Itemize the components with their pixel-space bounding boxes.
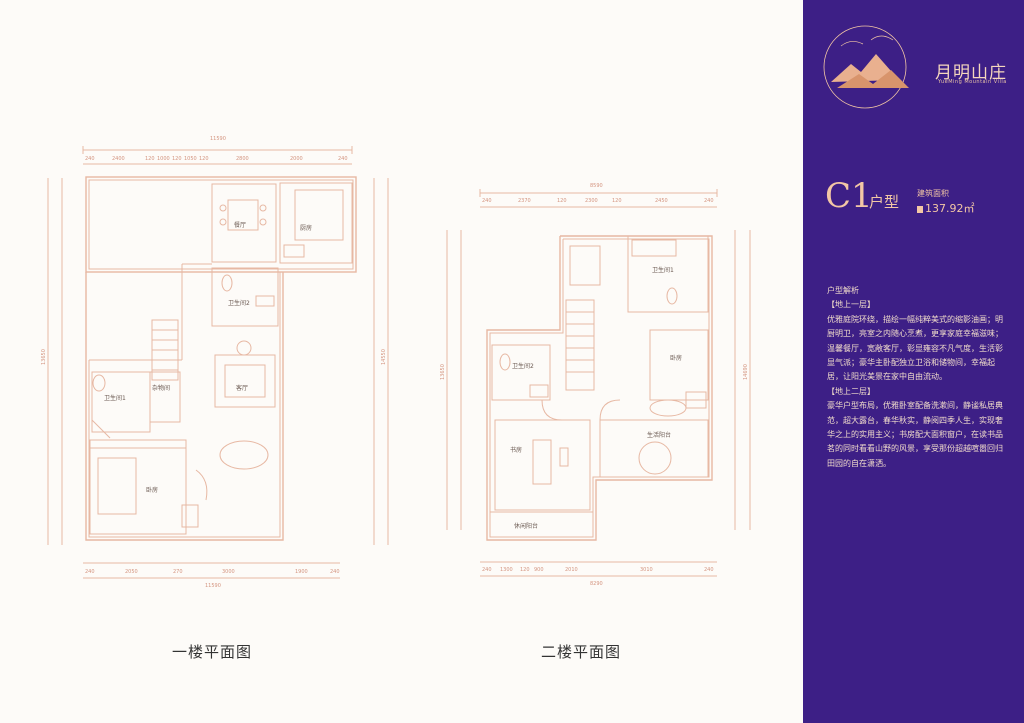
floor-plans-drawing: 11590 240 2400 120 1000 120 1050 120 280… (41, 136, 751, 589)
f2-room-bath1: 卫生间1 (652, 266, 674, 274)
f1-dim-top-seg: 1050 (184, 156, 197, 162)
f2-dim-bottom-seg: 2010 (565, 567, 578, 573)
f2-dim-bottom-seg: 3010 (640, 567, 653, 573)
f2-room-bedroom: 卧房 (670, 354, 682, 362)
f1-dim-bottom-seg: 1900 (295, 569, 308, 575)
f1-room-bath1: 卫生间1 (104, 394, 126, 402)
f2-dim-bottom-seg: 1300 (500, 567, 513, 573)
info-panel: 月明山庄 YueMing Mountain Villa C1 户型 建筑面积 1… (803, 0, 1024, 723)
f1-dim-top-total: 11590 (210, 136, 226, 142)
f1-dim-bottom-seg: 3000 (222, 569, 235, 575)
f2-room-study: 书房 (510, 446, 522, 454)
f2-dim-bottom-seg: 900 (534, 567, 544, 573)
f2-dim-top-seg: 120 (612, 198, 622, 204)
f1-dim-right-total: 14550 (381, 349, 387, 365)
floor1-plan (47, 146, 389, 579)
f1-dim-bottom-total: 11590 (205, 583, 221, 589)
floor2-caption: 二楼平面图 (541, 643, 622, 661)
area-value-row: 137.92㎡ (917, 200, 975, 216)
f2-room-balcony: 休闲阳台 (514, 522, 538, 530)
f2-dim-left-total: 13650 (440, 364, 446, 380)
brand-subtitle: YueMing Mountain Villa (938, 79, 1007, 85)
f1-dim-top-seg: 2800 (236, 156, 249, 162)
floor1-caption: 一楼平面图 (172, 643, 253, 661)
f1-dim-top-seg: 2400 (112, 156, 125, 162)
f1-dim-top-seg: 120 (172, 156, 182, 162)
f1-dim-top-seg: 2000 (290, 156, 303, 162)
description-heading: 户型解析 (827, 286, 859, 295)
f2-dim-top-seg: 2450 (655, 198, 668, 204)
f1-dim-top-seg: 240 (85, 156, 95, 162)
f1-room-kitchen: 厨房 (300, 224, 312, 232)
section2-text: 豪华户型布局，优雅卧室配备洗漱间，静谧私居典范，超大露台，春华秋实，静阅四季人生… (827, 401, 1003, 468)
f2-room-terrace: 生活阳台 (647, 431, 671, 439)
f1-dim-top-seg: 120 (145, 156, 155, 162)
area-marker-icon (917, 205, 923, 213)
f2-dim-top-seg: 2300 (585, 198, 598, 204)
f2-dim-top-seg: 240 (482, 198, 492, 204)
f2-dim-top-seg: 120 (557, 198, 567, 204)
f1-room-storage: 杂物间 (152, 384, 170, 392)
f2-dim-right-total: 14690 (743, 364, 749, 380)
brand-logo: 月明山庄 YueMing Mountain Villa (821, 22, 1021, 112)
area-value: 137.92㎡ (925, 202, 975, 215)
unit-type-label: 户型 (869, 193, 900, 211)
floor-plans-area: 11590 240 2400 120 1000 120 1050 120 280… (41, 136, 751, 661)
mountain-logo-icon (823, 25, 909, 109)
f1-room-living: 客厅 (236, 384, 248, 392)
f1-dim-top-seg: 1000 (157, 156, 170, 162)
section1-text: 优雅庭院环绕，描绘一幅纯粹美式的缩影油画；明厨明卫，亮室之内随心烹煮，更享家庭幸… (827, 314, 1003, 382)
f2-room-bath2: 卫生间2 (512, 362, 534, 370)
unit-code: C1 (825, 176, 873, 216)
f2-dim-top-seg: 240 (704, 198, 714, 204)
f1-room-bedroom: 卧房 (146, 486, 158, 494)
section1-title: 【地上一层】 (827, 300, 875, 310)
f1-room-dining: 餐厅 (234, 221, 246, 229)
f1-dim-bottom-seg: 240 (85, 569, 95, 575)
area-label: 建筑面积 (917, 189, 949, 198)
f1-dim-left-total: 13650 (41, 349, 47, 365)
f2-dim-bottom-seg: 240 (704, 567, 714, 573)
brand-name: 月明山庄 (935, 63, 1007, 83)
f1-dim-top-seg: 120 (199, 156, 209, 162)
f1-dim-bottom-seg: 240 (330, 569, 340, 575)
f2-dim-bottom-seg: 120 (520, 567, 530, 573)
f1-dim-top-seg: 240 (338, 156, 348, 162)
unit-type-header: C1 户型 建筑面积 137.92㎡ (825, 178, 1015, 218)
f2-dim-bottom-seg: 240 (482, 567, 492, 573)
floor2-plan (446, 189, 751, 577)
section2-title: 【地上二层】 (827, 386, 875, 396)
f1-dim-bottom-seg: 2050 (125, 569, 138, 575)
f2-dim-top-total: 8590 (590, 183, 603, 189)
f1-dim-bottom-seg: 270 (173, 569, 183, 575)
f2-dim-top-seg: 2370 (518, 198, 531, 204)
f2-dim-bottom-total: 8290 (590, 581, 603, 587)
layout-description: 户型解析 【地上一层】 优雅庭院环绕，描绘一幅纯粹美式的缩影油画；明厨明卫，亮室… (827, 284, 1007, 471)
f1-room-bath2: 卫生间2 (228, 299, 250, 307)
